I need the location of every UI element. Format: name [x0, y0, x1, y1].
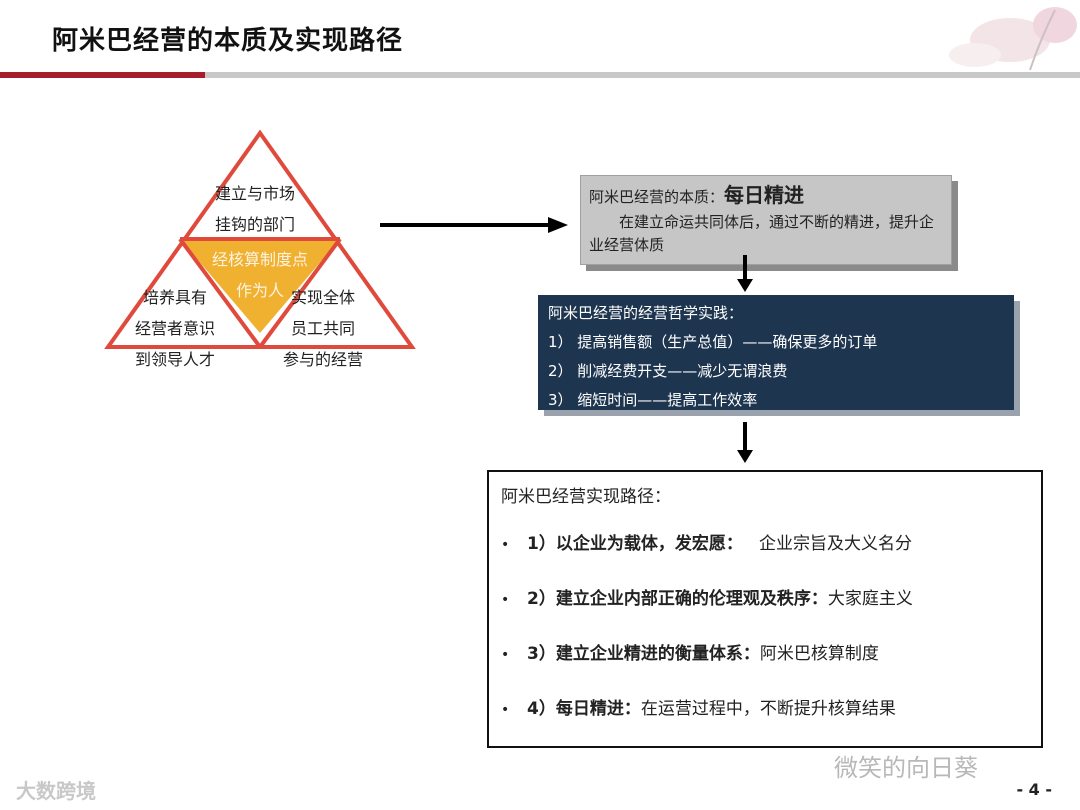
list-item: • 3）建立企业精进的衡量体系： 阿米巴核算制度: [501, 639, 1029, 694]
brand-watermark: 大数跨境: [16, 775, 96, 804]
list-item: • 4）每日精进： 在运营过程中，不断提升核算结果: [501, 694, 1029, 749]
right-arrow-icon: [380, 216, 570, 234]
down-arrow-icon: [735, 422, 755, 464]
lotus-decoration-icon: [890, 0, 1080, 70]
list-item-normal: 企业宗旨及大义名分: [743, 529, 912, 554]
essence-box: 阿米巴经营的本质：每日精进 在建立命运共同体后，通过不断的精进，提升企业经营体质: [580, 175, 952, 265]
list-item-normal: 大家庭主义: [828, 584, 913, 609]
list-item-strong: 4）每日精进：: [527, 694, 641, 719]
page-number: - 4 -: [1016, 780, 1052, 799]
list-item: • 1）以企业为载体，发宏愿： 企业宗旨及大义名分: [501, 529, 1029, 584]
essence-highlight: 每日精进: [724, 183, 804, 207]
philosophy-box: 阿米巴经营的经营哲学实践： 1） 提高销售额（生产总值）——确保更多的订单 2）…: [538, 295, 1014, 410]
bullet-icon: •: [501, 647, 527, 663]
bullet-icon: •: [501, 702, 527, 718]
list-item-normal: 在运营过程中，不断提升核算结果: [641, 694, 896, 719]
triangle-right-text: 实现全体 员工共同 参与的经营: [268, 282, 378, 375]
list-item-strong: 3）建立企业精进的衡量体系：: [527, 639, 760, 664]
down-arrow-icon: [735, 255, 755, 293]
page-title: 阿米巴经营的本质及实现路径: [52, 20, 403, 57]
list-item-normal: 阿米巴核算制度: [760, 639, 879, 664]
bullet-icon: •: [501, 592, 527, 608]
path-box: 阿米巴经营实现路径： • 1）以企业为载体，发宏愿： 企业宗旨及大义名分 • 2…: [487, 470, 1043, 748]
list-item-strong: 1）以企业为载体，发宏愿：: [527, 529, 743, 554]
philosophy-title: 阿米巴经营的经营哲学实践：: [548, 299, 1004, 328]
essence-label: 阿米巴经营的本质：: [589, 188, 724, 206]
bullet-icon: •: [501, 537, 527, 553]
philosophy-item: 1） 提高销售额（生产总值）——确保更多的订单: [548, 328, 1004, 357]
path-title: 阿米巴经营实现路径：: [501, 482, 1029, 507]
essence-body: 在建立命运共同体后，通过不断的精进，提升企业经营体质: [589, 211, 943, 258]
title-divider-accent: [0, 72, 205, 78]
list-item-strong: 2）建立企业内部正确的伦理观及秩序：: [527, 584, 828, 609]
triangle-left-text: 培养具有 经营者意识 到领导人才: [120, 282, 230, 375]
wechat-watermark: 微笑的向日葵: [834, 748, 978, 783]
list-item: • 2）建立企业内部正确的伦理观及秩序： 大家庭主义: [501, 584, 1029, 639]
philosophy-item: 3） 缩短时间——提高工作效率: [548, 386, 1004, 415]
philosophy-item: 2） 削减经费开支——减少无谓浪费: [548, 357, 1004, 386]
triangle-top-text: 建立与市场 挂钩的部门: [195, 178, 315, 240]
